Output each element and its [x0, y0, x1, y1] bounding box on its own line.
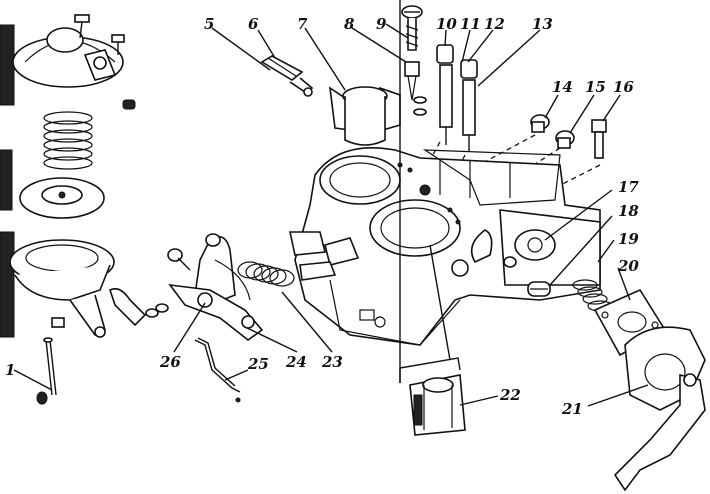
callout-10: 10 [436, 15, 457, 33]
screw-18 [503, 256, 551, 297]
callout-15: 15 [585, 78, 606, 96]
screw-9 [401, 5, 423, 51]
callout-7: 7 [297, 15, 308, 33]
callout-6: 6 [248, 15, 259, 33]
bracket-22 [409, 374, 466, 436]
throttle-lever [109, 233, 264, 341]
callout-11: 11 [460, 15, 481, 33]
callout-5: 5 [204, 15, 214, 33]
emulsion-tube-12-13 [460, 59, 478, 152]
diaphragm [0, 149, 105, 219]
callout-16: 16 [613, 78, 634, 96]
accelerator-pump-cover [0, 24, 136, 110]
callout-23: 23 [321, 353, 343, 371]
pump-rod [36, 337, 57, 405]
callout-25: 25 [247, 355, 269, 373]
callout-18: 18 [618, 202, 639, 220]
callout-19: 19 [618, 230, 639, 248]
callout-17: 17 [618, 178, 639, 196]
callout-12: 12 [484, 15, 505, 33]
callout-1: 1 [5, 361, 15, 379]
alignment-line [534, 164, 601, 199]
cover-21 [613, 326, 706, 492]
plug-15 [555, 130, 575, 149]
pump-housing [0, 231, 115, 338]
callout-8: 8 [344, 15, 355, 33]
callout-9: 9 [376, 15, 387, 33]
emulsion-tube-10-11 [436, 44, 454, 145]
callout-13: 13 [532, 15, 553, 33]
diffuser-7 [328, 86, 401, 146]
callout-20: 20 [617, 257, 639, 275]
jet-8 [404, 61, 427, 116]
plug-14 [530, 114, 550, 133]
diaphragm-spring [43, 111, 93, 170]
jet-16 [591, 119, 607, 159]
spring-23 [237, 261, 295, 287]
rod-25 [194, 337, 241, 403]
leader-lines [13, 0, 649, 407]
callout-24: 24 [285, 353, 307, 371]
carburetor-body [289, 147, 601, 346]
callout-26: 26 [159, 353, 181, 371]
callout-21: 21 [561, 400, 583, 418]
screw-top-left [74, 14, 125, 55]
callout-22: 22 [499, 386, 521, 404]
jet-6 [260, 55, 314, 97]
callout-14: 14 [552, 78, 573, 96]
